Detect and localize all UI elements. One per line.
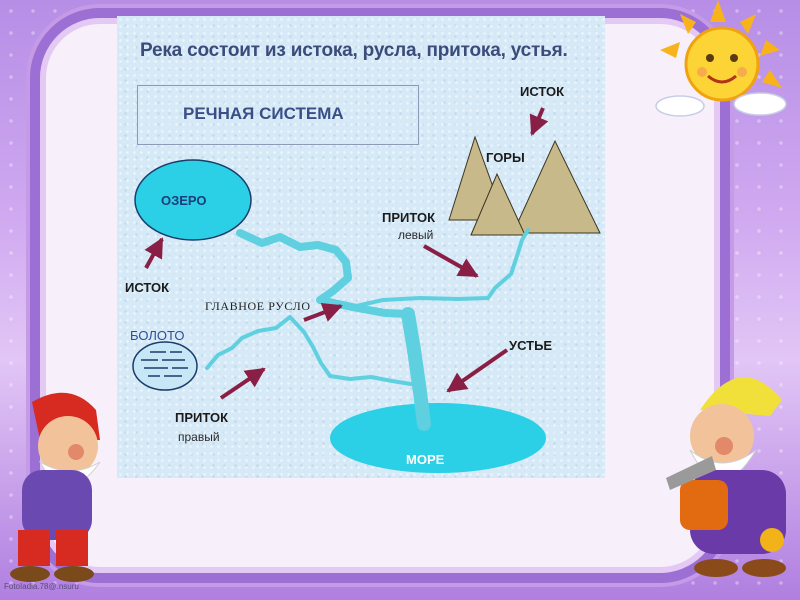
- dwarf-left-illustration: [10, 392, 101, 582]
- swamp-shape: [132, 341, 198, 391]
- lake-shape: [134, 159, 252, 241]
- source-lake-label: ИСТОК: [125, 280, 170, 295]
- mountain-right: [512, 139, 601, 234]
- arrow-right-tributary: [219, 367, 266, 400]
- arrow-mouth: [446, 348, 509, 393]
- arrow-main-channel: [303, 303, 343, 322]
- arrow-left-tributary: [423, 244, 479, 278]
- mountain-front: [470, 172, 526, 236]
- arrow-source-lake: [144, 237, 164, 269]
- dwarf-right-illustration: [666, 377, 786, 577]
- tributary-right-sub-label: правый: [178, 430, 220, 444]
- system-title: РЕЧНАЯ СИСТЕМА: [183, 104, 344, 123]
- tributary-left-sub-label: левый: [398, 228, 434, 242]
- system-title-box: [137, 85, 419, 145]
- sun-illustration: [655, 0, 787, 117]
- source-mountain-label: ИСТОК: [520, 84, 565, 99]
- arrow-source-mountain: [529, 107, 549, 136]
- lake-label: ОЗЕРО: [161, 193, 207, 208]
- footer-watermark: FotoIadia.78@.nsuru: [4, 582, 79, 591]
- mouth-label: УСТЬЕ: [509, 338, 553, 353]
- sea-label: МОРЕ: [406, 452, 445, 467]
- diagram-panel: [117, 16, 605, 478]
- tributary-right-label: ПРИТОК: [175, 410, 229, 425]
- left-tributary: [350, 228, 530, 309]
- main-river-lower: [401, 307, 431, 431]
- sea-shape: [330, 403, 546, 473]
- right-tributary: [205, 315, 419, 387]
- slide-title: Река состоит из истока, русла, притока, …: [140, 40, 568, 61]
- swamp-label: БОЛОТО: [130, 328, 185, 343]
- tributary-left-label: ПРИТОК: [382, 210, 436, 225]
- swamp-marks: [141, 351, 188, 377]
- main-channel-label: ГЛАВНОЕ РУСЛО: [205, 299, 311, 313]
- mountains-label: ГОРЫ: [486, 150, 525, 165]
